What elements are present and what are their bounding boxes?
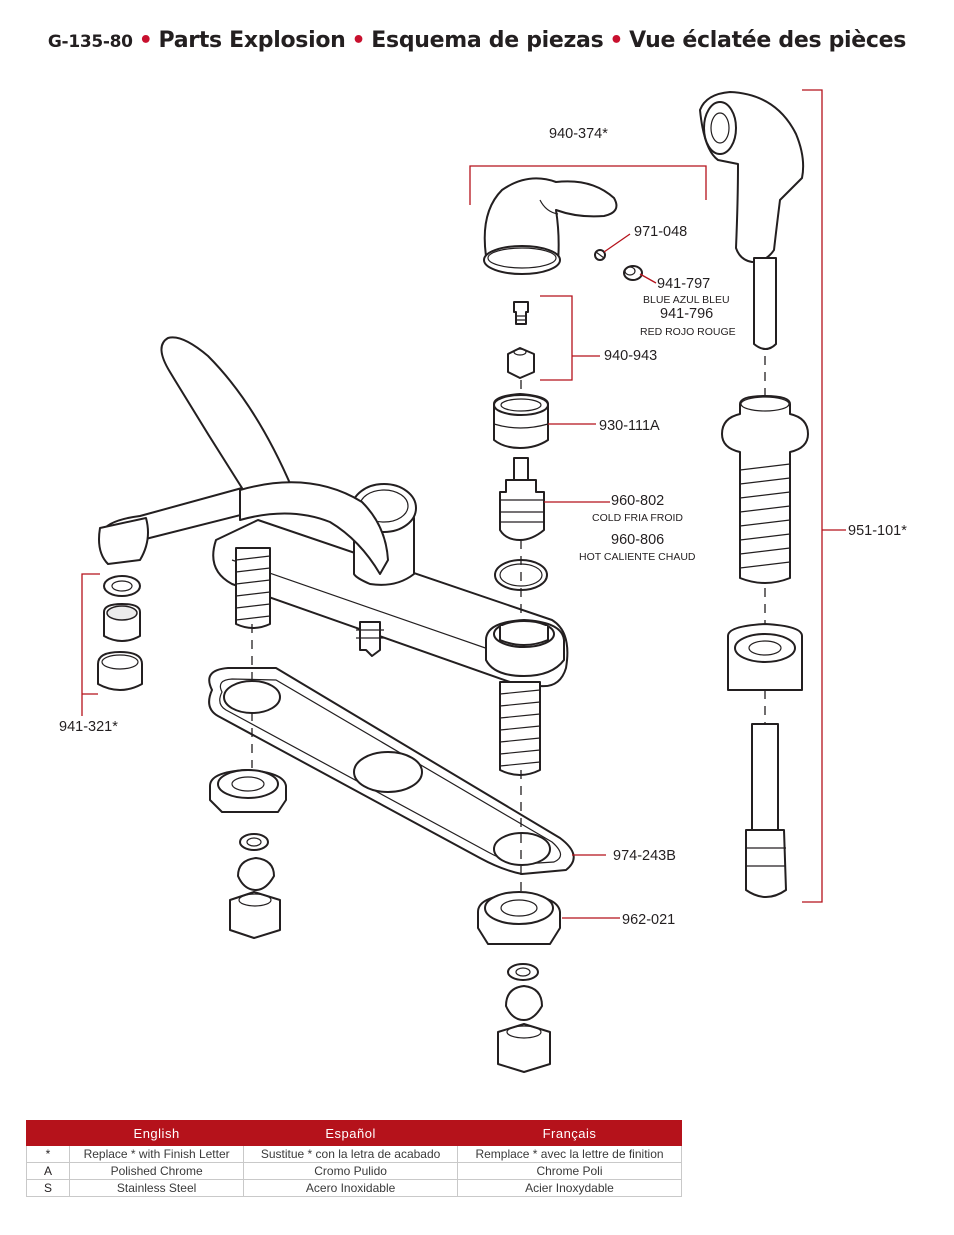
legend-header-row: English Español Français <box>26 1120 683 1146</box>
part-labels: 940-374* 971-048 941-797 BLUE AZUL BLEU … <box>59 126 907 928</box>
label-bonnet-nut: 930-111A <box>599 418 660 434</box>
legend-key: S <box>26 1179 70 1197</box>
legend-french: Chrome Poli <box>456 1162 683 1180</box>
label-set-screw: 971-048 <box>634 224 687 240</box>
label-spray-assembly: 951-101* <box>848 523 907 539</box>
label-cartridge-cold: 960-802 <box>611 493 664 509</box>
legend-spanish: Sustitue * con la letra de acabado <box>243 1145 458 1163</box>
table-row: S Stainless Steel Acero Inoxidable Acier… <box>26 1179 683 1197</box>
legend-header-spanish: Español <box>243 1120 458 1146</box>
title-french: Vue éclatée des pièces <box>629 28 907 53</box>
label-index-blue-desc: BLUE AZUL BLEU <box>643 294 730 306</box>
left-mounting-hardware <box>209 769 287 939</box>
legend-english: Polished Chrome <box>68 1162 245 1180</box>
stem-parts <box>493 301 549 591</box>
spray-assembly <box>699 91 809 898</box>
faucet-body <box>98 336 569 776</box>
legend-french: Remplace * avec la lettre de finition <box>456 1145 683 1163</box>
assembly-lines <box>251 356 766 894</box>
finish-legend-table: English Español Français * Replace * wit… <box>26 1120 683 1197</box>
parts-explosion-diagram: 940-374* 971-048 941-797 BLUE AZUL BLEU … <box>59 89 907 1073</box>
table-row: * Replace * with Finish Letter Sustitue … <box>26 1145 683 1163</box>
gasket <box>208 667 575 875</box>
label-handle: 940-374* <box>549 126 608 142</box>
legend-english: Stainless Steel <box>68 1179 245 1197</box>
legend-french: Acier Inoxydable <box>456 1179 683 1197</box>
title-spanish: Esquema de piezas <box>371 28 604 53</box>
title-separator: • <box>138 28 153 53</box>
legend-header-english: English <box>68 1120 245 1146</box>
label-cartridge-hot: 960-806 <box>611 532 664 548</box>
legend-spanish: Cromo Pulido <box>243 1162 458 1180</box>
label-index-red: 941-796 <box>660 306 713 322</box>
right-mounting-hardware <box>477 891 561 1073</box>
label-index-blue: 941-797 <box>657 276 710 292</box>
handle <box>483 177 643 281</box>
leader-lines <box>81 89 846 919</box>
legend-key: * <box>26 1145 70 1163</box>
label-cartridge-hot-desc: HOT CALIENTE CHAUD <box>579 551 696 563</box>
aerator-stack <box>97 575 143 691</box>
label-gasket: 974-243B <box>613 848 676 864</box>
label-aerator: 941-321* <box>59 719 118 735</box>
label-mounting-nut: 962-021 <box>622 912 675 928</box>
legend-key: A <box>26 1162 70 1180</box>
model-number: G-135-80 <box>47 32 133 52</box>
page-title: G-135-80•Parts Explosion•Esquema de piez… <box>0 28 954 53</box>
label-screw-adapter: 940-943 <box>604 348 657 364</box>
table-row: A Polished Chrome Cromo Pulido Chrome Po… <box>26 1162 683 1180</box>
legend-key-header <box>26 1120 70 1146</box>
title-separator: • <box>351 28 366 53</box>
legend-english: Replace * with Finish Letter <box>68 1145 245 1163</box>
label-index-red-desc: RED ROJO ROUGE <box>640 326 736 338</box>
label-cartridge-cold-desc: COLD FRIA FROID <box>592 512 683 524</box>
title-english: Parts Explosion <box>158 28 346 53</box>
title-separator: • <box>609 28 624 53</box>
legend-spanish: Acero Inoxidable <box>243 1179 458 1197</box>
legend-header-french: Français <box>456 1120 683 1146</box>
